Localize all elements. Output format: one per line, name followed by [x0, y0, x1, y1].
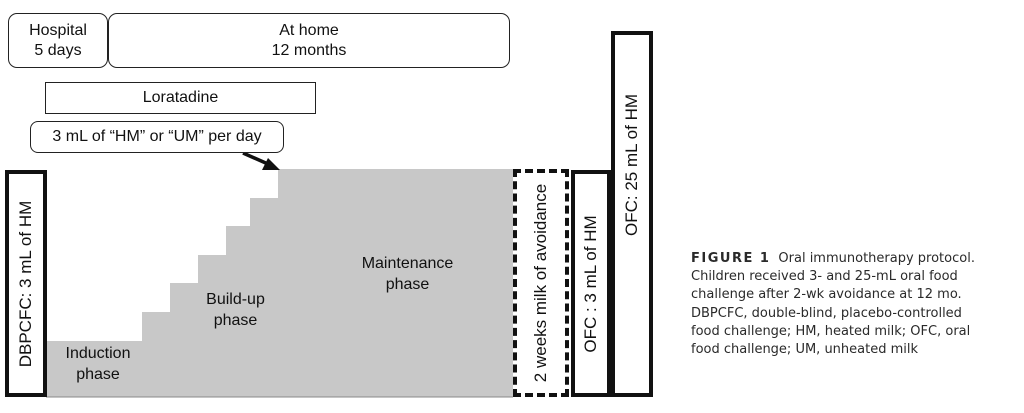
- loratadine-label: Loratadine: [142, 89, 219, 106]
- maintenance-line1: Maintenance: [361, 255, 454, 272]
- hospital-label: Hospital: [29, 21, 87, 39]
- avoidance-box: 2 weeks milk of avoidance: [513, 169, 569, 397]
- buildup-line2: phase: [213, 312, 258, 329]
- avoidance-label: 2 weeks milk of avoidance: [531, 183, 550, 383]
- dose-arrow-head: [262, 158, 280, 170]
- buildup-line1: Build-up: [206, 291, 265, 308]
- hospital-box: Hospital 5 days: [8, 13, 108, 68]
- phase-area: [46, 169, 513, 397]
- dose-callout: 3 mL of “HM” or “UM” per day: [30, 121, 284, 153]
- dose-callout-text: 3 mL of “HM” or “UM” per day: [52, 128, 262, 145]
- home-label: At home: [279, 21, 339, 39]
- buildup-phase-label: Build-up phase: [188, 289, 283, 331]
- ofc-3ml-box: OFC : 3 mL of HM: [571, 170, 611, 397]
- ofc-25ml-label: OFC: 25 mL of HM: [622, 93, 641, 237]
- induction-line2: phase: [76, 366, 120, 383]
- dbpcfc-box: DBPCFC: 3 mL of HM: [5, 170, 47, 397]
- induction-line1: Induction: [65, 345, 131, 362]
- caption-text: Oral immunotherapy protocol. Children re…: [691, 251, 975, 358]
- induction-phase-label: Induction phase: [52, 343, 144, 385]
- hospital-duration: 5 days: [34, 41, 82, 59]
- dose-arrow-shaft: [242, 151, 269, 166]
- dbpcfc-label: DBPCFC: 3 mL of HM: [16, 200, 35, 367]
- maintenance-line2: phase: [385, 276, 430, 293]
- home-box: At home 12 months: [108, 13, 510, 68]
- figure-label: FIGURE 1: [691, 251, 771, 266]
- maintenance-phase-label: Maintenance phase: [345, 253, 470, 295]
- ofc-3ml-label: OFC : 3 mL of HM: [581, 214, 600, 353]
- loratadine-box: Loratadine: [45, 82, 316, 114]
- home-duration: 12 months: [271, 41, 347, 59]
- ofc-25ml-box: OFC: 25 mL of HM: [611, 31, 653, 397]
